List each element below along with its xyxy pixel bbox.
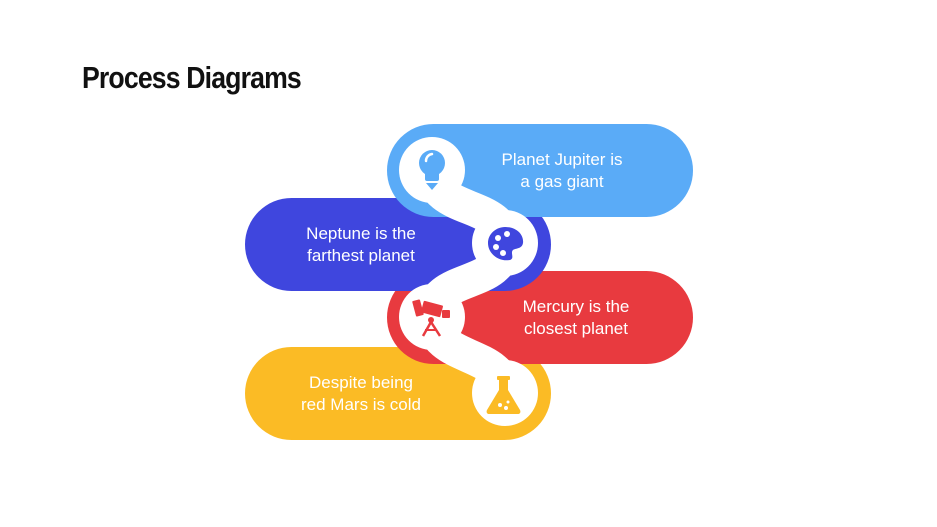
telescope-icon (412, 299, 450, 337)
connector-path (415, 153, 522, 410)
step-4-label: Despite being red Mars is cold (301, 373, 421, 414)
palette-icon (488, 227, 524, 261)
step-1-label: Planet Jupiter is a gas giant (501, 150, 623, 191)
lightbulb-icon (419, 150, 445, 190)
flask-icon (486, 376, 521, 414)
step-2-label: Neptune is the farthest planet (306, 224, 416, 265)
step-3-label: Mercury is the closest planet (522, 297, 630, 338)
page-title: Process Diagrams (82, 60, 302, 95)
